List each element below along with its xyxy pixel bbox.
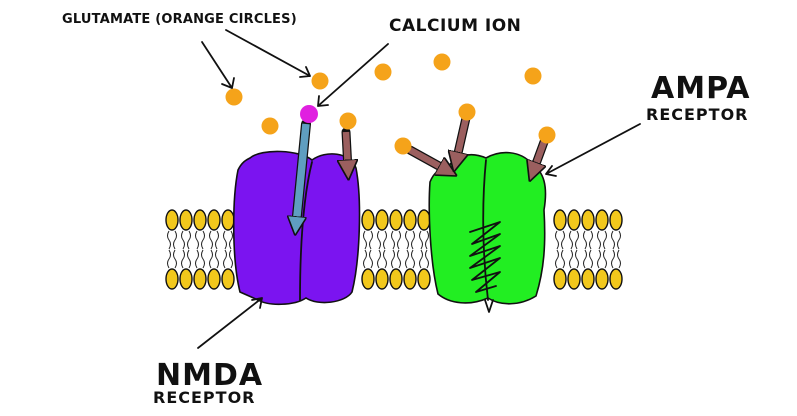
- glutamate-molecule: [225, 88, 243, 106]
- label-pointers: [197, 29, 641, 349]
- ampa-receptor-channel: [428, 151, 547, 313]
- glutamate-molecule: [339, 112, 357, 130]
- cell-membrane: [165, 209, 623, 290]
- lipid-head: [165, 209, 179, 231]
- lipid-tail: [377, 230, 387, 269]
- lipid-tail: [391, 230, 401, 269]
- lipid-head: [179, 268, 193, 290]
- lipid-tail: [181, 230, 191, 269]
- lipid-head: [389, 268, 403, 290]
- lipid-head: [389, 209, 403, 231]
- lipid-head: [417, 209, 431, 231]
- glutamate-binding-arrows: [346, 113, 549, 172]
- lipid-head: [207, 268, 221, 290]
- lipid-head: [375, 268, 389, 290]
- lipid-head: [553, 268, 567, 290]
- lipid-head: [567, 209, 581, 231]
- glutamate-molecule: [458, 103, 476, 121]
- binding-arrow-ampa-left-fill: [408, 147, 448, 171]
- lipid-head: [165, 268, 179, 290]
- pointer-glutamate-1: [201, 41, 235, 89]
- binding-arrow-ampa-mid-fill: [456, 117, 470, 162]
- lipid-head: [609, 209, 623, 231]
- glutamate-molecule: [538, 126, 556, 144]
- glutamate-molecule: [524, 67, 542, 85]
- pointer-calcium: [317, 43, 389, 107]
- lipid-tail: [363, 230, 373, 269]
- glutamate-molecule: [394, 137, 412, 155]
- lipid-tail: [405, 230, 415, 269]
- lipid-head: [553, 209, 567, 231]
- pointer-glutamate-2: [225, 29, 311, 78]
- glutamate-molecule: [261, 117, 279, 135]
- lipid-head: [193, 268, 207, 290]
- ampa-pore-zigzag: [469, 221, 501, 293]
- lipid-tail: [569, 230, 579, 269]
- ampa-channel-body: [428, 151, 547, 305]
- lipid-tail: [167, 230, 177, 269]
- lipid-head: [361, 209, 375, 231]
- lipid-head: [207, 209, 221, 231]
- calcium-ion: [300, 105, 318, 123]
- nmda-receptor-sublabel: RECEPTOR: [153, 388, 255, 407]
- lipid-head: [417, 268, 431, 290]
- binding-arrow-nmda-fill: [346, 131, 348, 170]
- ampa-receptor-sublabel: RECEPTOR: [646, 105, 748, 124]
- glutamate-molecule: [311, 72, 329, 90]
- pointer-ampa: [545, 123, 641, 177]
- lipid-tail: [555, 230, 565, 269]
- glutamate-molecule: [374, 63, 392, 81]
- lipid-head: [403, 268, 417, 290]
- lipid-head: [221, 209, 235, 231]
- lipid-head: [595, 209, 609, 231]
- binding-arrow-ampa-right-fill: [533, 140, 548, 172]
- lipid-head: [581, 209, 595, 231]
- lipid-head: [609, 268, 623, 290]
- lipid-head: [403, 209, 417, 231]
- ampa-label: AMPA: [651, 71, 751, 106]
- ampa-pore-outflow-arrow: [484, 299, 494, 313]
- lipid-head: [595, 268, 609, 290]
- lipid-head: [581, 268, 595, 290]
- lipid-head: [221, 268, 235, 290]
- glutamate-molecules: [225, 53, 556, 155]
- glutamate-molecule: [433, 53, 451, 71]
- lipid-tail: [419, 230, 429, 269]
- lipid-head: [567, 268, 581, 290]
- lipid-tail: [597, 230, 607, 269]
- lipid-head: [179, 209, 193, 231]
- glutamate-label: GLUTAMATE (ORANGE CIRCLES): [62, 12, 297, 27]
- nmda-label: NMDA: [156, 358, 263, 393]
- calcium-flow-arrow: [296, 119, 311, 226]
- lipid-head: [375, 209, 389, 231]
- calcium-ion-label: CALCIUM ION: [389, 16, 521, 36]
- pointer-nmda: [197, 297, 263, 349]
- lipid-tail: [195, 230, 205, 269]
- lipid-tail: [583, 230, 593, 269]
- lipid-tail: [611, 230, 621, 269]
- lipid-tail: [209, 230, 219, 269]
- lipid-tail: [223, 230, 233, 269]
- lipid-head: [193, 209, 207, 231]
- lipid-head: [361, 268, 375, 290]
